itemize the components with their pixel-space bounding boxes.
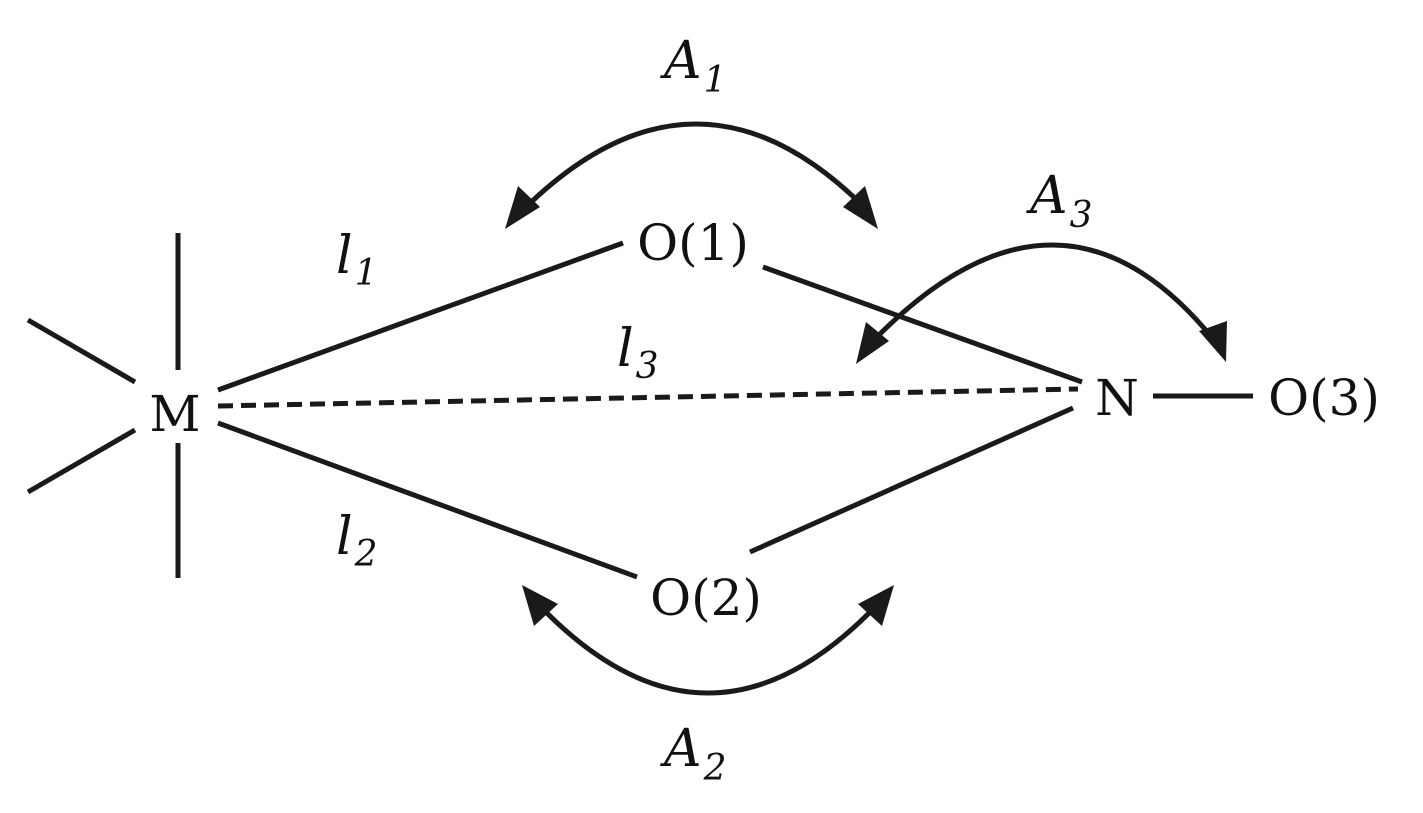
distance-m-n-dashed (217, 386, 1079, 409)
angle-arc-a2 (538, 604, 878, 696)
angle-a1-label: A1 (660, 31, 726, 101)
bond-length-l3-label: l3 (617, 319, 659, 387)
arrowhead-a2-right (858, 585, 894, 626)
angle-arc-a1 (523, 121, 867, 210)
metal-spoke-upper-left (26, 317, 137, 385)
angle-arc-a3 (872, 242, 1216, 342)
arrowhead-a1-right (843, 186, 878, 229)
atom-metal-label: M (149, 385, 200, 443)
metal-spoke-lower-left (26, 427, 137, 495)
arrowhead-a1-left (505, 186, 540, 229)
arrowhead-a2-left (522, 585, 558, 626)
bond-o1-n (762, 264, 1083, 385)
angle-a2-label: A2 (660, 719, 726, 789)
atom-o2-label: O(2) (650, 569, 762, 627)
bond-length-l1-label: l1 (336, 226, 378, 294)
angle-a3-label: A3 (1026, 166, 1092, 236)
atom-o3-label: O(3) (1268, 369, 1380, 427)
arrowhead-a3-right (1199, 321, 1227, 362)
atom-o1-label: O(1) (637, 214, 749, 272)
arrowhead-a3-left (856, 322, 889, 364)
bond-m-o1 (217, 240, 624, 393)
atom-nitrogen-label: N (1095, 369, 1139, 427)
bond-length-l2-label: l2 (336, 507, 378, 575)
bond-o2-n (748, 405, 1075, 555)
bond-m-o2 (217, 420, 638, 580)
